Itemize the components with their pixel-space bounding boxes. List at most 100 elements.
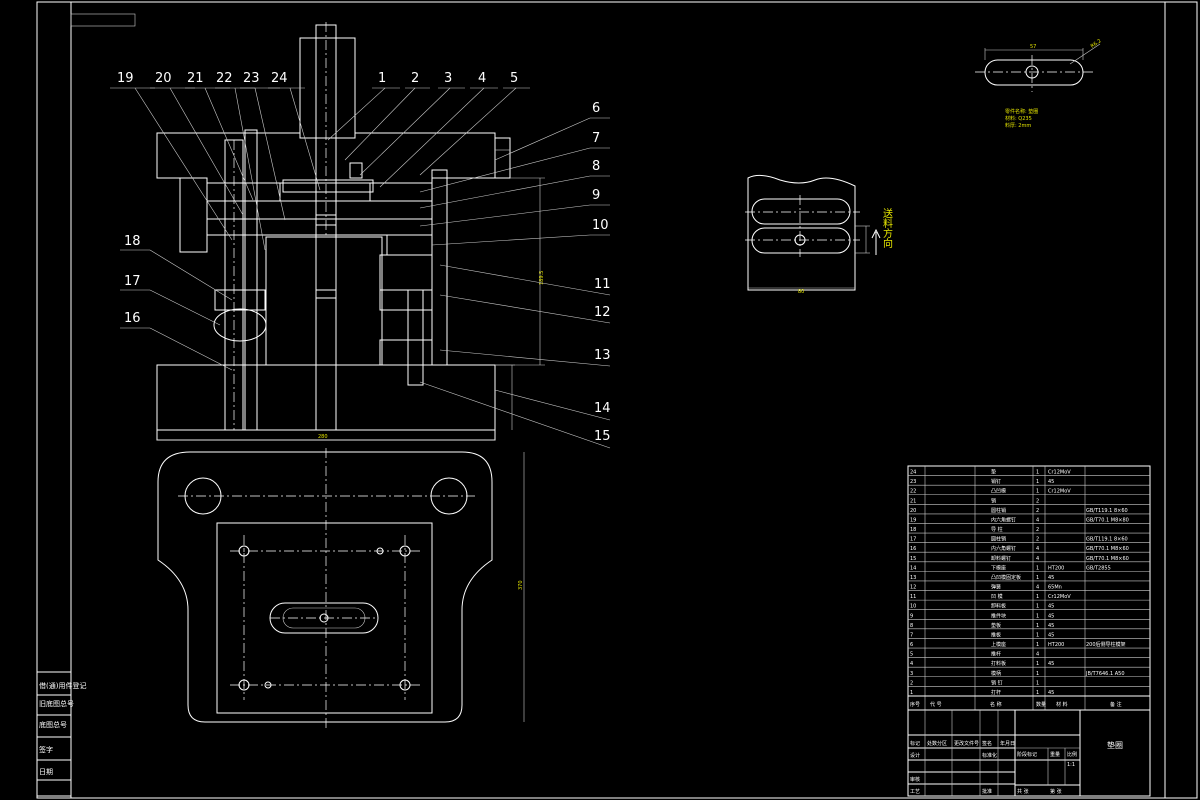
parts-name: 推杆 <box>991 651 1001 658</box>
parts-qty: 1 <box>1036 613 1039 619</box>
parts-qty: 1 <box>1036 594 1039 600</box>
parts-name: 圆柱销 <box>991 507 1006 514</box>
sign-row-label: 处数 <box>927 740 937 747</box>
parts-name: 上模座 <box>991 641 1006 648</box>
parts-name: 卸料板 <box>991 603 1006 610</box>
callout-15: 15 <box>594 429 611 444</box>
part-note: 料厚: 2mm <box>1005 122 1031 129</box>
parts-qty: 1 <box>1036 690 1039 696</box>
parts-note: GB/T119.1 8×60 <box>1086 508 1128 514</box>
parts-name: 销钉 <box>991 478 1001 485</box>
parts-name: 内六角螺钉 <box>991 545 1016 552</box>
side-label: 借(通)用件登记 <box>39 681 86 690</box>
sheet-inner-border <box>70 1 1166 799</box>
role-label: 审核 <box>910 776 920 783</box>
callout-10: 10 <box>592 218 609 233</box>
parts-note: 200后侧导柱模架 <box>1086 641 1126 648</box>
callout-17: 17 <box>124 274 141 289</box>
parts-name: 导 柱 <box>991 526 1003 533</box>
dim-plan-height: 370 <box>518 580 524 590</box>
parts-name: 销 钉 <box>991 679 1003 686</box>
side-label: 签字 <box>39 745 53 754</box>
parts-note: GB/T70.1 M8×60 <box>1086 546 1129 552</box>
parts-qty: 2 <box>1036 527 1039 533</box>
parts-material: 45 <box>1048 613 1054 619</box>
parts-no: 20 <box>910 508 916 514</box>
parts-qty: 4 <box>1036 585 1039 591</box>
parts-name: 内六角螺钉 <box>991 516 1016 523</box>
parts-name: 销 <box>991 497 996 504</box>
parts-header-qty: 数量 <box>1036 701 1046 708</box>
parts-no: 5 <box>910 652 913 658</box>
parts-note: GB/T70.1 M8×60 <box>1086 556 1129 562</box>
parts-no: 12 <box>910 585 916 591</box>
parts-name: 卸料螺钉 <box>991 555 1011 562</box>
parts-note: GB/T119.1 8×60 <box>1086 537 1128 543</box>
parts-no: 24 <box>910 470 916 476</box>
parts-qty: 1 <box>1036 470 1039 476</box>
role-label: 批准 <box>982 788 992 795</box>
callout-24: 24 <box>271 71 288 86</box>
parts-name: 垫板 <box>991 622 1001 629</box>
parts-qty: 4 <box>1036 517 1039 523</box>
callout-22: 22 <box>216 71 233 86</box>
parts-material: 45 <box>1048 604 1054 610</box>
side-registration-strip: 借(通)用件登记 旧底图总号 底图总号 签字 日期 <box>36 671 86 797</box>
dim-part-length: 57 <box>1030 44 1036 50</box>
parts-note: GB/T70.1 M8×80 <box>1086 517 1129 523</box>
parts-no: 18 <box>910 527 916 533</box>
parts-name: 弹簧 <box>991 584 1001 591</box>
parts-no: 21 <box>910 498 916 504</box>
callout-1: 1 <box>378 71 386 86</box>
callout-23: 23 <box>243 71 260 86</box>
parts-name: 推件块 <box>991 612 1006 619</box>
parts-header-no: 序号 <box>910 701 920 708</box>
parts-name: 推板 <box>991 631 1001 638</box>
sign-row-label: 签名 <box>982 740 992 747</box>
callout-4: 4 <box>478 71 486 86</box>
callout-21: 21 <box>187 71 204 86</box>
parts-qty: 4 <box>1036 546 1039 552</box>
dim-strip-width: 80 <box>798 289 804 295</box>
parts-no: 11 <box>910 594 916 600</box>
stage-label: 重量 <box>1050 751 1060 758</box>
parts-no: 3 <box>910 671 913 677</box>
parts-no: 10 <box>910 604 916 610</box>
parts-name: 凸凹模 <box>991 488 1006 495</box>
parts-qty: 1 <box>1036 623 1039 629</box>
callout-13: 13 <box>594 348 611 363</box>
parts-no: 22 <box>910 489 916 495</box>
parts-name: 凹 模 <box>991 593 1003 600</box>
callout-20: 20 <box>155 71 172 86</box>
parts-name: 打杆 <box>991 689 1001 696</box>
callout-numbers: 19 20 21 22 23 24 1 2 3 4 5 6 7 8 9 10 1… <box>117 71 611 444</box>
callout-8: 8 <box>592 159 600 174</box>
sheet-corner-box <box>70 13 136 27</box>
parts-no: 7 <box>910 632 913 638</box>
callout-12: 12 <box>594 305 611 320</box>
parts-qty: 1 <box>1036 671 1039 677</box>
strip-layout-view: 80 送料方向 <box>745 174 893 295</box>
callout-5: 5 <box>510 71 518 86</box>
parts-no: 13 <box>910 575 916 581</box>
parts-header-code: 代 号 <box>930 701 942 708</box>
part-note: 零件名称: 垫圈 <box>1005 108 1038 115</box>
parts-header-material: 材 料 <box>1056 701 1068 708</box>
part-drawing: 57 R6.2 零件名称: 垫圈 材料: Q235 料厚: 2mm <box>975 38 1103 129</box>
stage-label: 比例 <box>1067 751 1077 758</box>
callout-leaders <box>110 87 611 449</box>
parts-qty: 1 <box>1036 642 1039 648</box>
